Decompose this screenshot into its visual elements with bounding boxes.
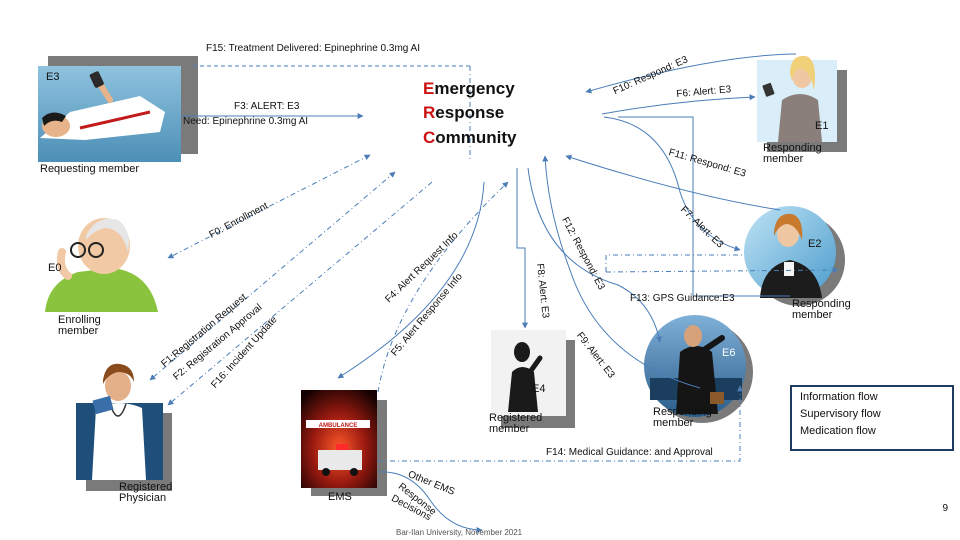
title-rest-3: ommunity <box>435 128 517 147</box>
e0-enrolling-member-picture <box>45 218 158 312</box>
physician-label-1: Registered <box>119 481 173 493</box>
e6-tag: E6 <box>722 347 736 359</box>
physician-label-2: Physician <box>119 492 167 504</box>
other-ems-arrow <box>377 471 483 533</box>
f3-label: F3: ALERT: E3 <box>234 101 300 112</box>
legend-supervisory-label: Supervisory flow <box>800 408 881 420</box>
f11-arrow <box>565 154 781 211</box>
f13-label: F13: GPS Guidance:E3 <box>630 293 735 304</box>
title-rest-2: esponse <box>435 103 505 122</box>
f3-need-label: Need: Epinephrine 0.3mg AI <box>183 116 309 127</box>
ems-label: EMS <box>328 491 352 503</box>
f5-arrow <box>377 181 509 393</box>
e0-label-1: Enrolling <box>58 314 101 326</box>
e4-tag: E4 <box>532 383 546 395</box>
page-number: 9 <box>942 503 948 514</box>
e3-tag: E3 <box>46 71 60 83</box>
ems-picture: AMBULANCE <box>301 390 387 496</box>
e1-label-2: member <box>763 153 804 165</box>
legend: Information flow Supervisory flow Medica… <box>790 385 954 451</box>
e3-label: Requesting member <box>40 163 140 175</box>
e1-label-1: Responding <box>763 142 822 154</box>
physician-picture <box>76 363 172 491</box>
f0-arrow <box>167 154 371 259</box>
e6-label-1: Responding <box>653 406 712 418</box>
title-line-3: Community <box>423 129 517 146</box>
f4-arrow <box>337 181 485 379</box>
footer: Bar-Ilan University, November 2021 <box>396 528 523 537</box>
f1-f2-arrow <box>149 171 396 381</box>
f7-arrow <box>603 116 741 252</box>
f14-label: F14: Medical Guidance: and Approval <box>546 447 713 458</box>
f15-label: F15: Treatment Delivered: Epinephrine 0.… <box>206 43 421 54</box>
e6-label-2: member <box>653 417 694 429</box>
e1-tag: E1 <box>815 120 829 132</box>
e2-label-2: member <box>792 309 833 321</box>
e2-tag: E2 <box>808 238 822 250</box>
e6-responding-member-picture <box>644 315 753 423</box>
f7-connector-line <box>618 116 790 297</box>
title-cap-c: C <box>423 128 436 147</box>
f6-arrow <box>601 94 756 115</box>
f8-arrow <box>516 168 528 329</box>
ambulance-sign: AMBULANCE <box>319 423 358 429</box>
f16-arrow <box>167 181 433 406</box>
title-cap-e: E <box>423 79 435 98</box>
title-rest-1: mergency <box>434 79 515 98</box>
e0-label-2: member <box>58 325 99 337</box>
e4-label-1: Registered <box>489 412 543 424</box>
title-cap-r: R <box>423 103 436 122</box>
e3-requesting-member-picture <box>38 56 198 162</box>
f13-arrow-2 <box>605 267 839 274</box>
e4-label-2: member <box>489 423 530 435</box>
f14-arrow <box>378 385 743 462</box>
f12-arrow <box>542 155 701 389</box>
title-line-1: Emergency <box>423 80 515 97</box>
e4-registered-member-picture <box>491 330 575 428</box>
e0-tag: E0 <box>48 262 62 274</box>
f13-arrow <box>605 254 742 272</box>
title-line-2: Response <box>423 104 504 121</box>
e2-label-1: Responding <box>792 298 851 310</box>
f9-arrow <box>527 167 662 343</box>
f10-arrow <box>585 53 797 94</box>
legend-info-label: Information flow <box>800 391 878 403</box>
legend-medication-label: Medication flow <box>800 425 876 437</box>
e2-responding-member-picture <box>744 206 845 306</box>
e1-responding-member-picture <box>757 55 847 152</box>
